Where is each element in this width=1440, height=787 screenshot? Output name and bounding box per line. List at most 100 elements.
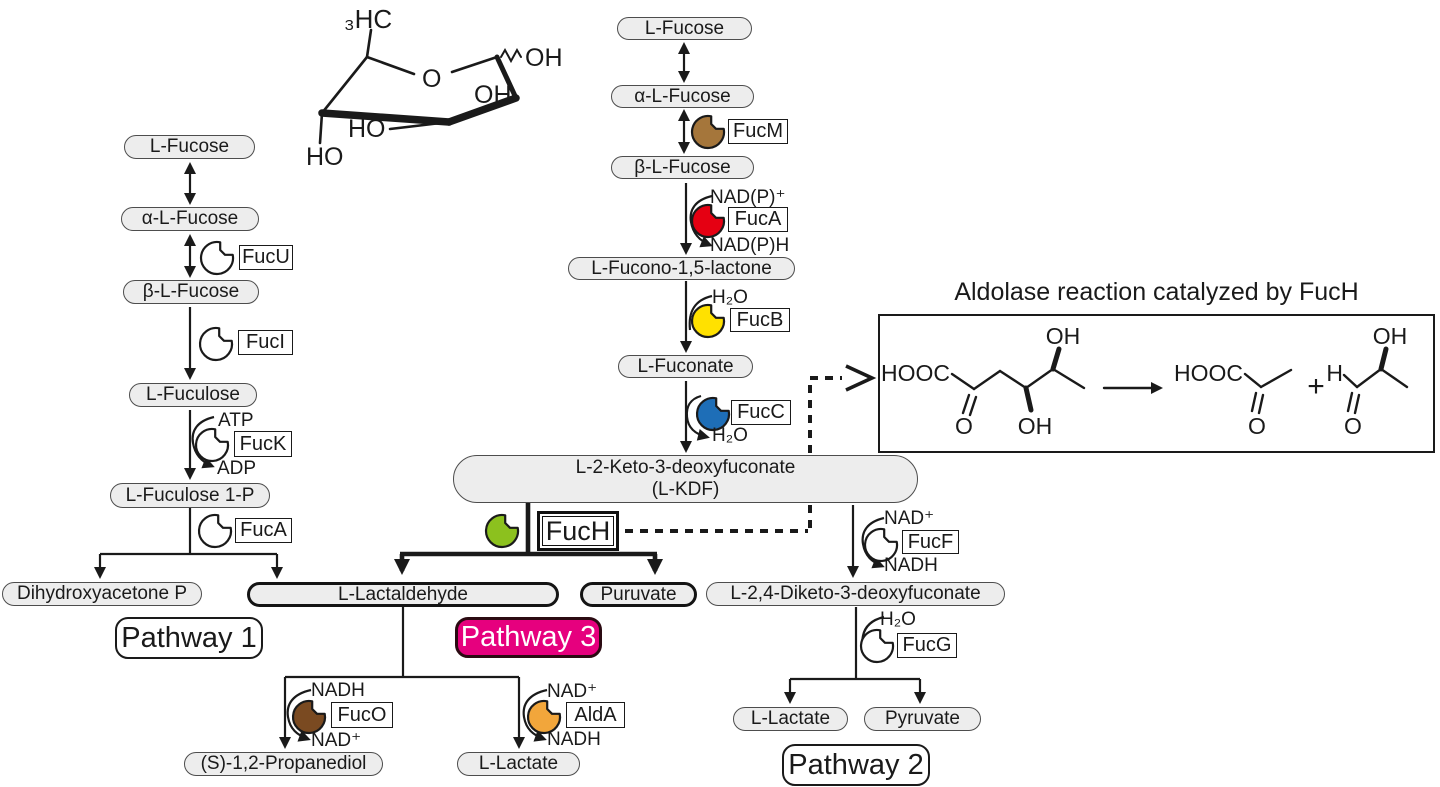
enzyme-label: FucK bbox=[239, 432, 287, 455]
metabolite-l-fuculose-1p: L-Fuculose 1-P bbox=[110, 483, 270, 508]
metabolite-alpha-l-fucose-mid: α-L-Fucose bbox=[611, 85, 754, 108]
cofactor-nadph: NAD(P)H bbox=[710, 235, 790, 256]
enzyme-box-fuca-mid: FucA bbox=[728, 207, 788, 232]
fuca-mid-enzyme-icon bbox=[690, 203, 726, 239]
pathway-2-label: Pathway 2 bbox=[782, 744, 930, 786]
kdf-hooc-label: HOOC bbox=[881, 360, 950, 386]
fuch-dashed-link bbox=[625, 364, 877, 533]
l-kdf-line2: (L-KDF) bbox=[651, 479, 720, 500]
pill-label: Pyruvate bbox=[885, 708, 960, 729]
middle-column-arrows bbox=[678, 42, 713, 453]
enzyme-label: FucF bbox=[907, 530, 954, 553]
bottom-branch-arrows bbox=[279, 607, 548, 749]
enzyme-box-fucm: FucM bbox=[728, 119, 788, 144]
sugar-c3-ho-label: HO bbox=[348, 115, 386, 143]
metabolite-l-lactaldehyde: L-Lactaldehyde bbox=[247, 582, 559, 607]
metabolite-pyruvate-right: Pyruvate bbox=[864, 707, 981, 731]
metabolite-puruvate: Puruvate bbox=[580, 582, 697, 607]
metabolite-l-fucose-mid: L-Fucose bbox=[617, 17, 752, 40]
enzyme-label: FucU bbox=[242, 246, 290, 268]
pathway-text: Pathway 2 bbox=[788, 748, 924, 781]
enzyme-box-fuck: FucK bbox=[234, 431, 292, 457]
pill-label: Puruvate bbox=[600, 583, 677, 605]
l-kdf-line1: L-2-Keto-3-deoxyfuconate bbox=[575, 457, 796, 479]
fucose-chair-structure: ₃HC O OH OH HO HO bbox=[306, 4, 563, 171]
enzyme-label: FucB bbox=[736, 308, 784, 331]
lactaldehyde-oh-label: OH bbox=[1373, 323, 1408, 349]
enzyme-box-fuci: FucI bbox=[238, 330, 293, 355]
metabolite-l-fucose-left: L-Fucose bbox=[124, 135, 255, 159]
fucu-enzyme-icon bbox=[199, 240, 235, 276]
cofactor-nadh-fucf: NADH bbox=[884, 555, 938, 576]
pill-label: β-L-Fucose bbox=[142, 281, 240, 302]
cofactor-nad-plus-fucf: NAD⁺ bbox=[884, 508, 935, 529]
metabolite-s-12-propanediol: (S)-1,2-Propanediol bbox=[184, 752, 383, 776]
fuci-enzyme-icon bbox=[198, 326, 234, 362]
fuch-branch-lines bbox=[394, 503, 663, 575]
pill-label: L-Fuconate bbox=[637, 355, 734, 377]
metabolite-beta-l-fucose-mid: β-L-Fucose bbox=[611, 156, 754, 179]
pathway-1-label: Pathway 1 bbox=[115, 617, 263, 659]
metabolite-l-lactate-right: L-Lactate bbox=[733, 707, 848, 731]
pill-label: (S)-1,2-Propanediol bbox=[200, 753, 367, 774]
enzyme-label: FucC bbox=[737, 401, 785, 423]
pill-label: β-L-Fucose bbox=[634, 156, 731, 178]
fuch-enzyme-icon bbox=[484, 513, 520, 549]
enzyme-box-fucu: FucU bbox=[239, 245, 293, 270]
aldolase-reaction-structures: HOOC O OH OH HOOC O + H O OH bbox=[881, 323, 1409, 439]
pill-label: L-Fuculose bbox=[146, 384, 240, 405]
enzyme-label: AldA bbox=[574, 703, 617, 726]
pill-label: L-Fuculose 1-P bbox=[125, 484, 255, 506]
cofactor-adp: ADP bbox=[217, 458, 257, 479]
sugar-c2-oh-label: OH bbox=[474, 81, 512, 109]
cofactor-nad-plus-fuco: NAD⁺ bbox=[311, 730, 362, 751]
kdf-ketone-o-label: O bbox=[955, 413, 973, 439]
pill-label: α-L-Fucose bbox=[634, 85, 731, 107]
cofactor-nad-plus-alda: NAD⁺ bbox=[547, 681, 598, 702]
metabolite-l-lactate-mid: L-Lactate bbox=[457, 752, 580, 776]
dashed-arrowhead bbox=[845, 364, 877, 392]
metabolite-l-fuconate: L-Fuconate bbox=[618, 355, 753, 378]
sugar-ch3-label: ₃HC bbox=[344, 4, 392, 34]
lactaldehyde-o-label: O bbox=[1344, 413, 1362, 439]
enzyme-box-alda: AldA bbox=[566, 702, 625, 728]
fucg-enzyme-icon bbox=[859, 628, 895, 664]
pill-label: L-Fucose bbox=[149, 136, 230, 157]
pathway-text: Pathway 1 bbox=[121, 621, 257, 654]
enzyme-box-fucb: FucB bbox=[730, 308, 790, 332]
enzyme-label: FucM bbox=[733, 120, 783, 142]
enzyme-box-fuch: FucH bbox=[542, 516, 614, 546]
enzyme-box-fucg: FucG bbox=[897, 633, 957, 658]
pill-label: L-2,4-Diketo-3-deoxyfuconate bbox=[730, 583, 981, 604]
metabolite-l-fuculose: L-Fuculose bbox=[129, 383, 257, 407]
fucm-enzyme-icon bbox=[690, 114, 726, 150]
metabolite-l-kdf: L-2-Keto-3-deoxyfuconate (L-KDF) bbox=[453, 455, 918, 503]
cofactor-nadp-plus: NAD(P)⁺ bbox=[710, 187, 786, 208]
enzyme-box-fucc: FucC bbox=[731, 400, 791, 425]
plus-sign: + bbox=[1307, 370, 1325, 403]
metabolite-beta-l-fucose-left: β-L-Fucose bbox=[123, 280, 259, 304]
enzyme-label: FucA bbox=[734, 208, 782, 230]
enzyme-label: FucI bbox=[246, 331, 285, 353]
fuca-left-enzyme-icon bbox=[197, 513, 233, 549]
sugar-c4-ho-label: HO bbox=[306, 143, 344, 171]
pill-label: α-L-Fucose bbox=[141, 208, 239, 229]
left-column-arrows bbox=[94, 162, 283, 579]
enzyme-label: FucO bbox=[337, 703, 387, 726]
cofactor-atp: ATP bbox=[218, 410, 254, 431]
pill-label: L-Fucono-1,5-lactone bbox=[591, 257, 772, 279]
cofactor-h2o-fucg: H₂O bbox=[880, 609, 916, 630]
metabolite-alpha-l-fucose-left: α-L-Fucose bbox=[121, 207, 259, 231]
fuck-enzyme-icon bbox=[194, 427, 230, 463]
pill-label: L-Lactate bbox=[478, 753, 559, 774]
enzyme-label: FucA bbox=[240, 519, 287, 541]
metabolite-l-fucono-15-lactone: L-Fucono-1,5-lactone bbox=[568, 257, 795, 280]
pill-label: L-Lactaldehyde bbox=[338, 583, 468, 605]
enzyme-label: FucG bbox=[902, 634, 952, 656]
pyruvate-hooc-label: HOOC bbox=[1174, 360, 1243, 386]
cofactor-h2o-fucc: H₂O bbox=[712, 425, 748, 446]
pill-label: L-Fucose bbox=[644, 17, 725, 39]
enzyme-label: FucH bbox=[545, 515, 611, 546]
